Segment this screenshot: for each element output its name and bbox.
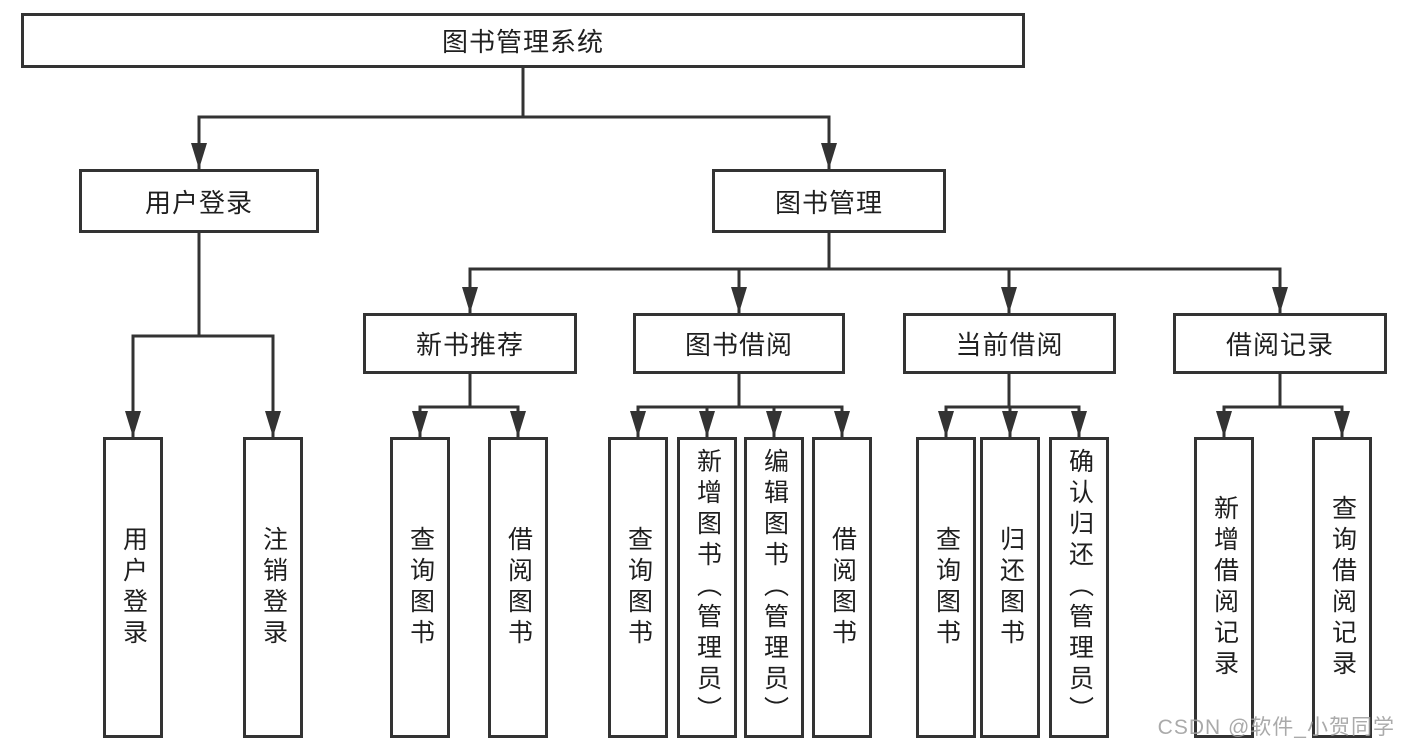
node-label: 查询借阅记录 [1328,494,1357,681]
node-label: 借阅图书 [828,525,857,650]
leaf-query-books-recommend: 查询图书 [390,437,450,738]
node-label: 确认归还（管理员） [1065,448,1094,727]
leaf-borrow-books-recommend: 借阅图书 [488,437,548,738]
leaf-add-books-admin: 新增图书（管理员） [677,437,737,738]
node-label: 注销登录 [259,525,288,650]
leaf-user-login: 用户登录 [103,437,163,738]
node-current-borrowing: 当前借阅 [903,313,1116,374]
node-book-management: 图书管理 [712,169,946,233]
leaf-edit-books-admin: 编辑图书（管理员） [744,437,804,738]
node-label: 编辑图书（管理员） [760,448,789,727]
node-borrowing-records: 借阅记录 [1173,313,1387,374]
node-book-borrowing: 图书借阅 [633,313,845,374]
watermark: CSDN @软件_小贺同学 [1157,716,1395,739]
leaf-logout: 注销登录 [243,437,303,738]
node-label: 查询图书 [932,525,961,650]
leaf-return-books: 归还图书 [980,437,1040,738]
node-label: 归还图书 [996,525,1025,650]
node-user-login: 用户登录 [79,169,319,233]
node-label: 当前借阅 [955,330,1064,360]
node-label: 用户登录 [144,187,253,218]
node-label: 借阅图书 [504,525,533,650]
leaf-query-borrow-record: 查询借阅记录 [1312,437,1372,738]
node-label: 查询图书 [624,525,653,650]
node-label: 用户登录 [119,525,148,650]
node-library-system: 图书管理系统 [21,13,1025,68]
leaf-query-books-borrow: 查询图书 [608,437,668,738]
node-label: 图书管理系统 [441,27,604,57]
node-label: 查询图书 [406,525,435,650]
leaf-borrow-books: 借阅图书 [812,437,872,738]
leaf-query-books-current: 查询图书 [916,437,976,738]
node-label: 图书管理 [774,187,883,218]
leaf-confirm-return-admin: 确认归还（管理员） [1049,437,1109,738]
node-label: 新增图书（管理员） [693,448,722,727]
node-label: 新书推荐 [415,330,524,360]
leaf-add-borrow-record: 新增借阅记录 [1194,437,1254,738]
arrowhead-icons [125,143,1350,437]
node-label: 图书借阅 [684,330,793,360]
node-new-book-recommend: 新书推荐 [363,313,577,374]
node-label: 借阅记录 [1225,330,1334,360]
node-label: 新增借阅记录 [1210,494,1239,681]
